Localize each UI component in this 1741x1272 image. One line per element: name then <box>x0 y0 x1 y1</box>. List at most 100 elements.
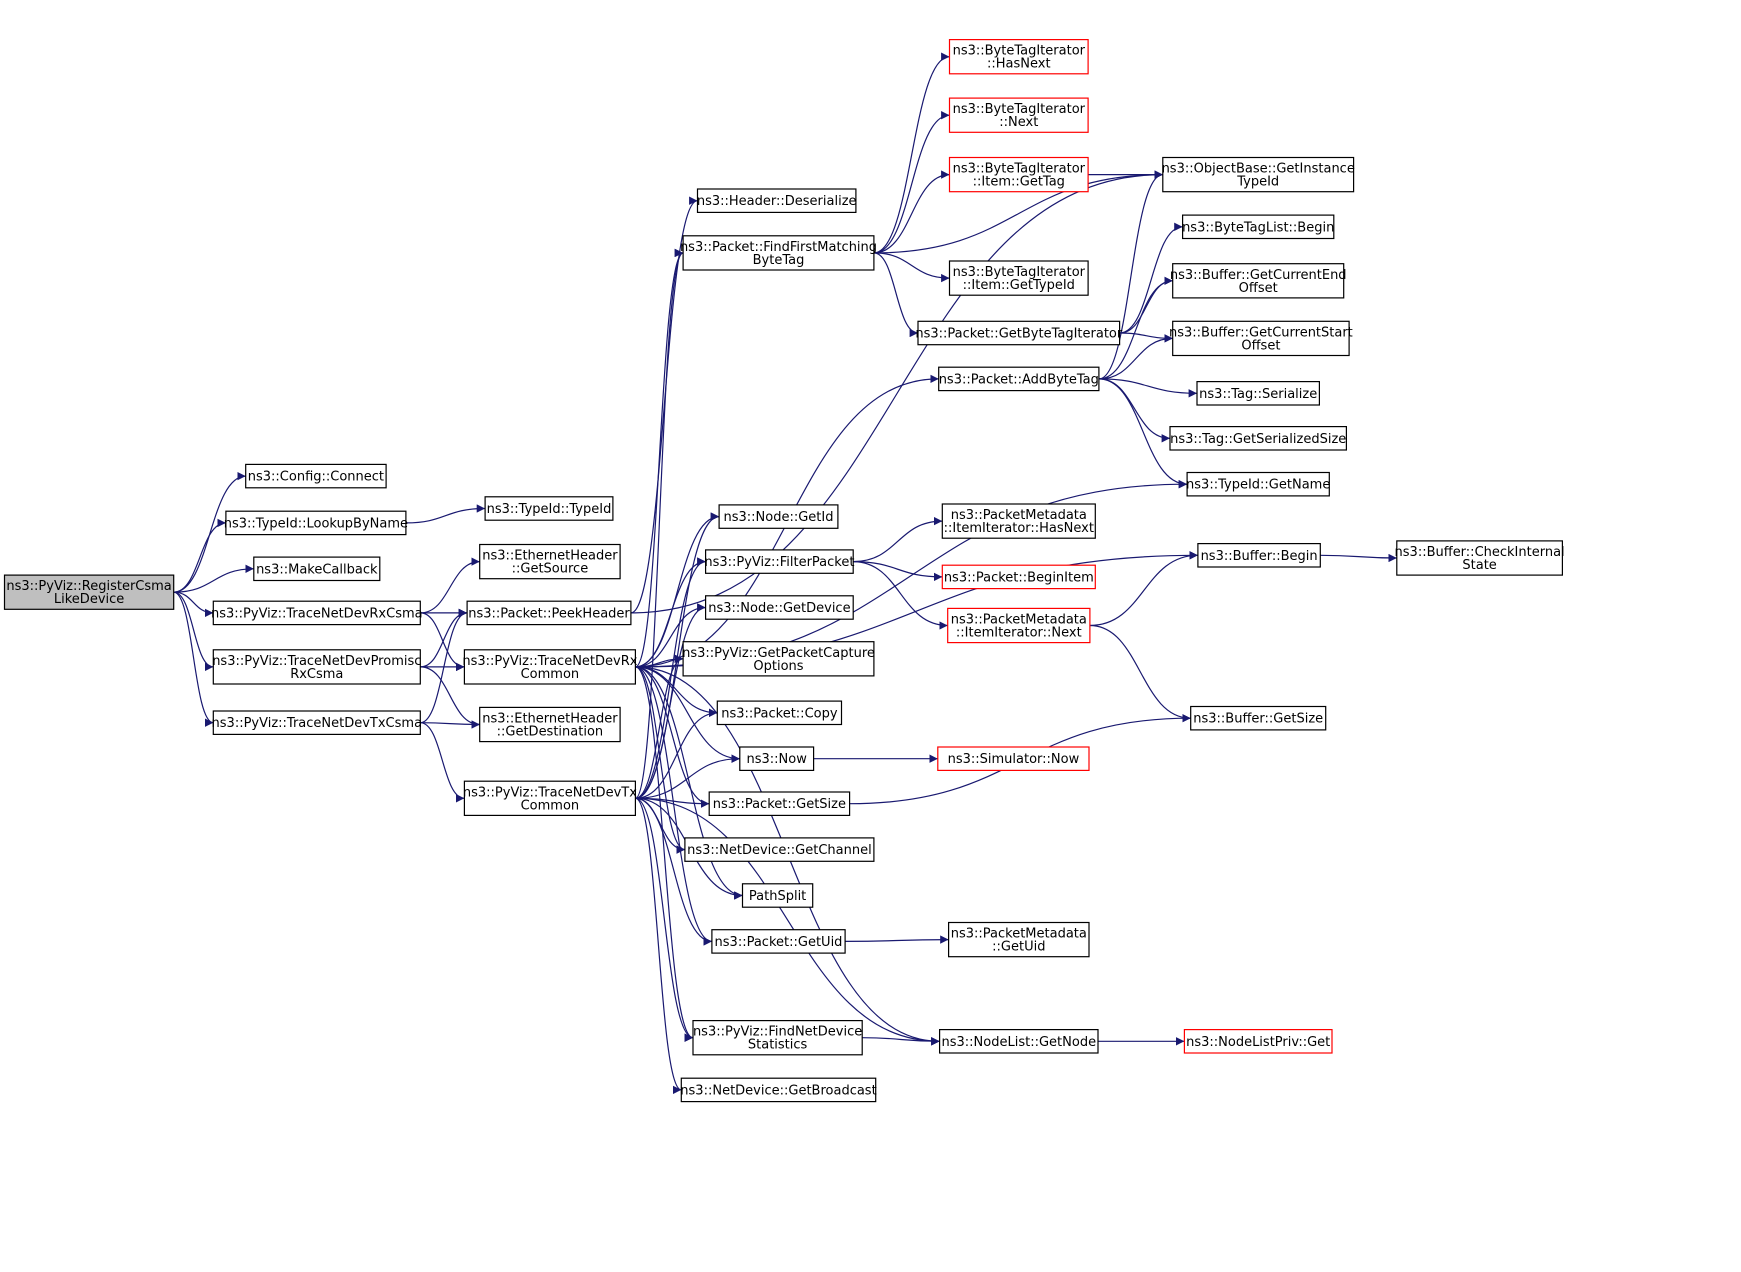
node-pmd_ii_next[interactable]: ns3::PacketMetadata::ItemIterator::Next <box>947 607 1091 644</box>
node-box[interactable] <box>212 600 421 626</box>
node-box[interactable] <box>741 883 814 908</box>
node-box[interactable] <box>682 641 875 677</box>
node-box[interactable] <box>947 607 1091 644</box>
node-pkt_getsize[interactable]: ns3::Packet::GetSize <box>708 791 851 816</box>
node-typeid_typeid[interactable]: ns3::TypeId::TypeId <box>484 496 614 521</box>
node-typeid_getname[interactable]: ns3::TypeId::GetName <box>1186 471 1330 497</box>
node-pkt_copy[interactable]: ns3::Packet::Copy <box>716 700 843 726</box>
node-box[interactable] <box>684 837 875 862</box>
node-box[interactable] <box>3 574 175 610</box>
node-nd_getbcast[interactable]: ns3::NetDevice::GetBroadcast <box>680 1077 877 1103</box>
node-box[interactable] <box>692 1019 863 1056</box>
node-box[interactable] <box>245 463 387 489</box>
node-box[interactable] <box>1181 214 1335 240</box>
node-box[interactable] <box>1169 426 1347 451</box>
node-node_getid[interactable]: ns3::Node::GetId <box>718 504 839 529</box>
node-buf_begin[interactable]: ns3::Buffer::Begin <box>1197 542 1321 568</box>
node-box[interactable] <box>212 649 421 685</box>
node-rxcsma[interactable]: ns3::PyViz::TraceNetDevRxCsma <box>211 600 423 626</box>
node-tag_serialize[interactable]: ns3::Tag::Serialize <box>1196 381 1321 406</box>
node-btl_begin[interactable]: ns3::ByteTagList::Begin <box>1181 214 1335 240</box>
node-box[interactable] <box>1162 156 1355 193</box>
node-eth_src[interactable]: ns3::EthernetHeader::GetSource <box>479 543 621 580</box>
node-typeid_lookup[interactable]: ns3::TypeId::LookupByName <box>224 510 408 536</box>
node-box[interactable] <box>212 710 421 735</box>
node-box[interactable] <box>1197 542 1321 568</box>
node-nd_getchannel[interactable]: ns3::NetDevice::GetChannel <box>684 837 875 862</box>
node-hdr_deser[interactable]: ns3::Header::Deserialize <box>696 188 857 213</box>
node-box[interactable] <box>225 510 407 536</box>
node-box[interactable] <box>466 600 632 626</box>
node-sim_now[interactable]: ns3::Simulator::Now <box>937 746 1090 771</box>
node-box[interactable] <box>704 549 854 574</box>
node-now[interactable]: ns3::Now <box>739 746 815 771</box>
node-box[interactable] <box>937 746 1090 771</box>
node-addbytetag[interactable]: ns3::Packet::AddByteTag <box>938 366 1100 392</box>
node-tag_getsersize[interactable]: ns3::Tag::GetSerializedSize <box>1169 426 1347 451</box>
node-box[interactable] <box>948 260 1089 296</box>
node-box[interactable] <box>484 496 614 521</box>
node-box[interactable] <box>917 320 1121 346</box>
node-box[interactable] <box>716 700 843 726</box>
node-bti_gettypeid[interactable]: ns3::ByteTagIterator::Item::GetTypeId <box>948 260 1089 296</box>
node-box[interactable] <box>739 746 815 771</box>
node-buf_getsize[interactable]: ns3::Buffer::GetSize <box>1190 705 1327 731</box>
node-box[interactable] <box>941 503 1096 539</box>
node-box[interactable] <box>948 38 1089 75</box>
node-box[interactable] <box>696 188 857 213</box>
node-box[interactable] <box>948 156 1089 193</box>
node-box[interactable] <box>947 921 1090 958</box>
node-box[interactable] <box>718 504 839 529</box>
node-node_getdevice[interactable]: ns3::Node::GetDevice <box>704 595 854 620</box>
node-bti_hasnext[interactable]: ns3::ByteTagIterator::HasNext <box>948 38 1089 75</box>
node-box[interactable] <box>682 235 875 271</box>
node-box[interactable] <box>463 649 636 685</box>
node-box[interactable] <box>479 543 621 580</box>
node-box[interactable] <box>711 929 846 954</box>
node-pmd_ii_hasnext[interactable]: ns3::PacketMetadata::ItemIterator::HasNe… <box>941 503 1096 539</box>
node-box[interactable] <box>948 97 1089 133</box>
node-box[interactable] <box>680 1077 877 1103</box>
node-box[interactable] <box>704 595 854 620</box>
node-getbytetagit[interactable]: ns3::Packet::GetByteTagIterator <box>915 320 1123 346</box>
node-box[interactable] <box>479 706 621 743</box>
node-eth_dst[interactable]: ns3::EthernetHeader::GetDestination <box>479 706 621 743</box>
node-bti_gettag[interactable]: ns3::ByteTagIterator::Item::GetTag <box>948 156 1089 193</box>
node-box[interactable] <box>1183 1028 1333 1054</box>
node-makecallback[interactable]: ns3::MakeCallback <box>253 556 381 582</box>
node-box[interactable] <box>941 564 1096 590</box>
node-pkt_beginitem[interactable]: ns3::Packet::BeginItem <box>941 564 1096 590</box>
node-box[interactable] <box>1190 705 1327 731</box>
node-box[interactable] <box>938 366 1100 392</box>
node-pathsplit[interactable]: PathSplit <box>741 883 814 908</box>
node-txcsma[interactable]: ns3::PyViz::TraceNetDevTxCsma <box>212 710 423 735</box>
node-box[interactable] <box>253 556 381 582</box>
node-box[interactable] <box>463 780 636 817</box>
node-box[interactable] <box>708 791 851 816</box>
node-nodelist_getnode[interactable]: ns3::NodeList::GetNode <box>938 1028 1099 1054</box>
node-filterpacket[interactable]: ns3::PyViz::FilterPacket <box>704 549 854 574</box>
node-cfg_connect[interactable]: ns3::Config::Connect <box>245 463 387 489</box>
node-box[interactable] <box>1172 263 1345 299</box>
node-pmd_getuid[interactable]: ns3::PacketMetadata::GetUid <box>947 921 1090 958</box>
node-peekheader[interactable]: ns3::Packet::PeekHeader <box>466 600 632 626</box>
node-box[interactable] <box>1396 540 1564 576</box>
node-bti_next[interactable]: ns3::ByteTagIterator::Next <box>948 97 1089 133</box>
node-box[interactable] <box>938 1028 1099 1054</box>
node-nodelistpriv_get[interactable]: ns3::NodeListPriv::Get <box>1183 1028 1333 1054</box>
node-pkt_getuid[interactable]: ns3::Packet::GetUid <box>711 929 846 954</box>
node-box[interactable] <box>1186 471 1330 497</box>
node-box[interactable] <box>1196 381 1321 406</box>
node-box[interactable] <box>1172 320 1350 357</box>
